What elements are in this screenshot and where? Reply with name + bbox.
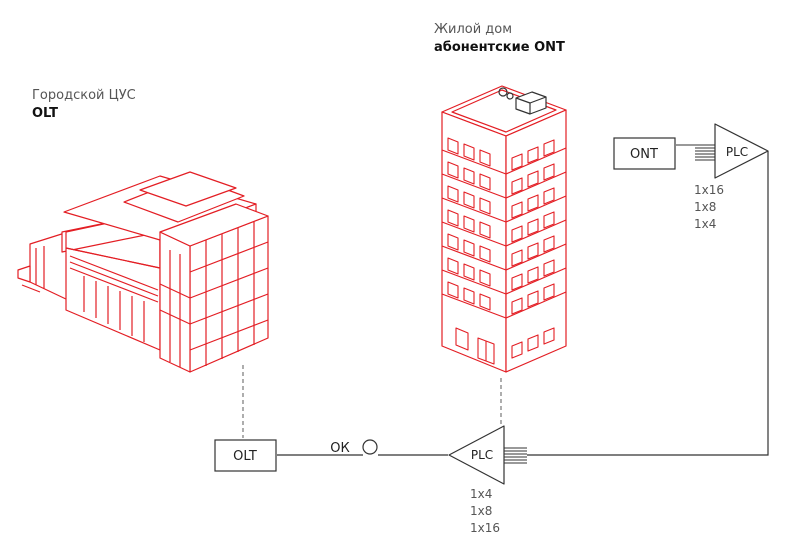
ratio-label: 1x8 (694, 200, 717, 214)
splitter-icon: PLC (448, 425, 527, 485)
residential-title: Жилой дом (434, 22, 513, 37)
coupler-icon: ОК (330, 439, 378, 456)
city-center-subtitle: OLT (32, 106, 59, 121)
ont-box: ONT (613, 137, 676, 170)
olt-box: OLT (214, 439, 277, 472)
fiber-lines (242, 151, 769, 456)
lower-splitter-ratios: 1x4 1x8 1x16 (470, 486, 500, 537)
ratio-label: 1x16 (694, 183, 725, 197)
residential-subtitle: абонентские ONT (434, 40, 565, 55)
ratio-label: 1x8 (470, 504, 493, 518)
coupler-label: ОК (330, 441, 349, 456)
upper-splitter-ratios: 1x16 1x8 1x4 (694, 182, 724, 233)
upper-splitter-label: PLC (726, 145, 748, 159)
lower-splitter-label: PLC (471, 448, 493, 462)
city-center-title: Городской ЦУС (32, 88, 136, 103)
splitter-icon: PLC (676, 123, 769, 179)
ont-box-label: ONT (630, 147, 658, 162)
ratio-label: 1x4 (470, 487, 493, 501)
ratio-label: 1x16 (470, 521, 501, 535)
residential-tower-icon (441, 85, 567, 373)
ratio-label: 1x4 (694, 217, 717, 231)
olt-box-label: OLT (233, 449, 257, 464)
office-building-icon (17, 171, 269, 373)
